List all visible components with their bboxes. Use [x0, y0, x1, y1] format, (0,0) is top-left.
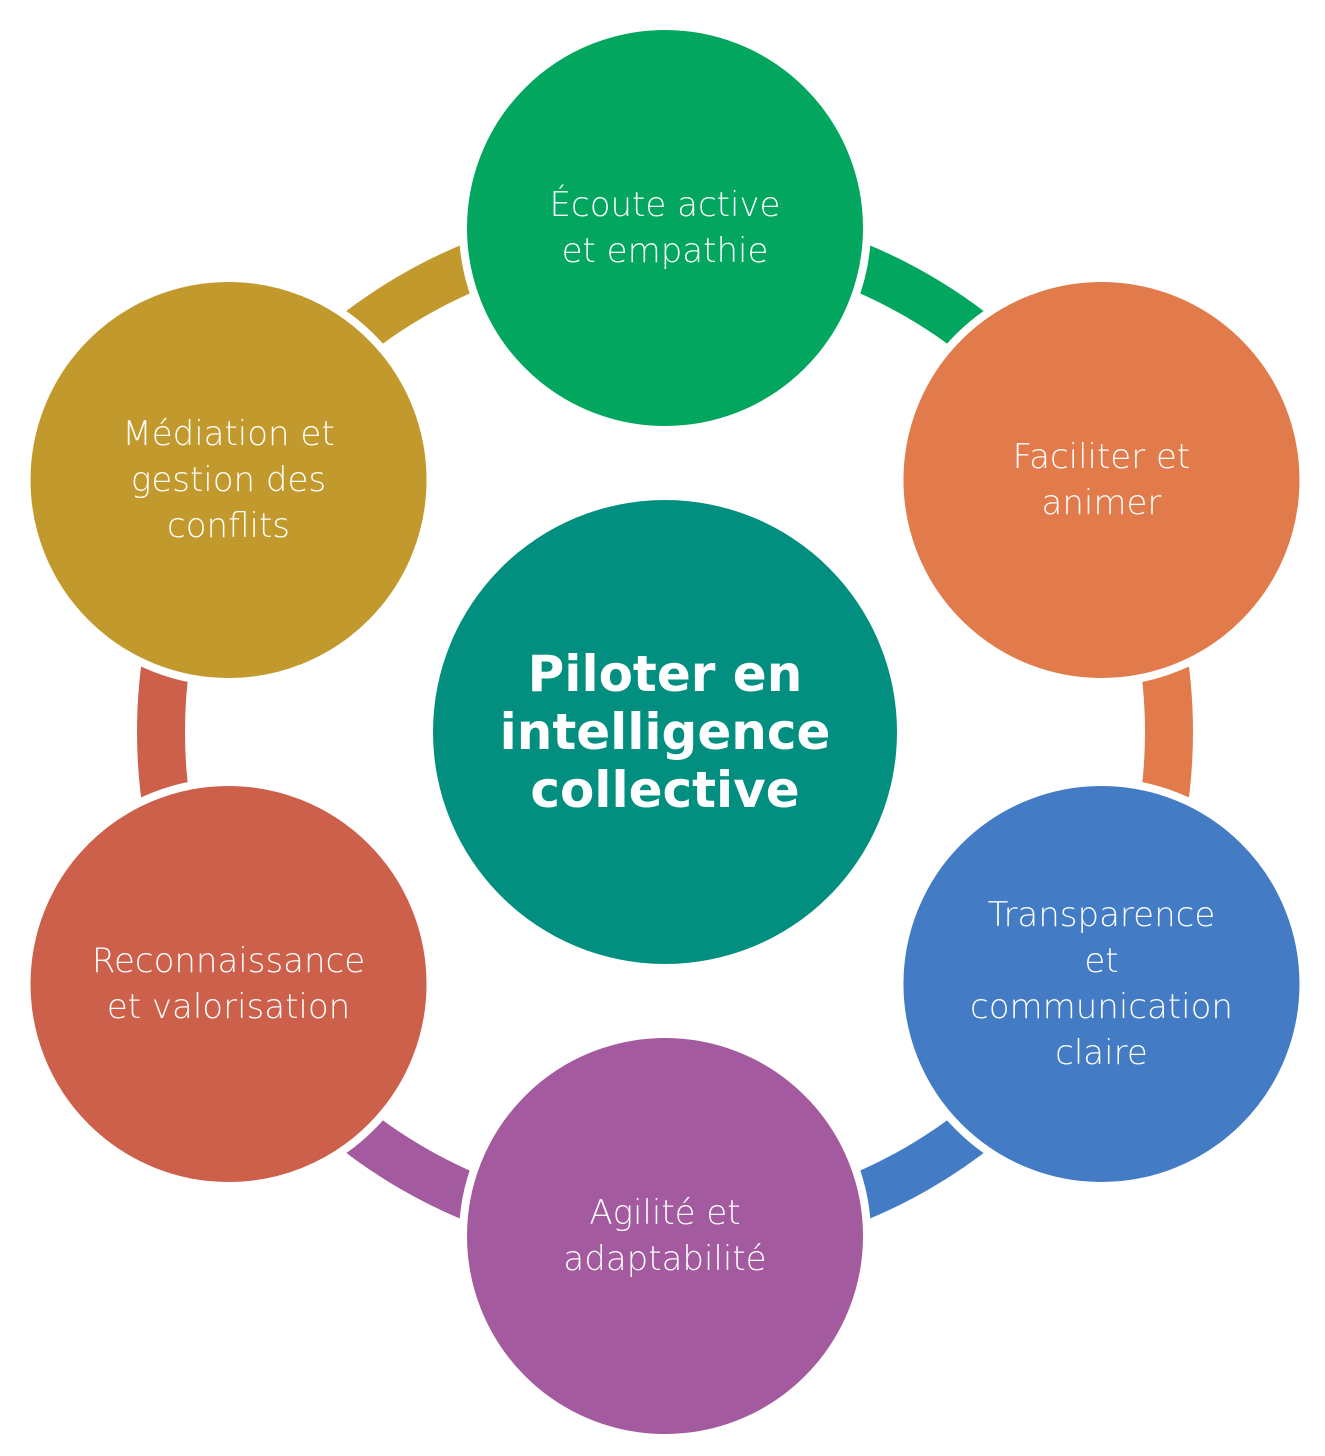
node-circle-faciliter [895, 274, 1308, 686]
node-circle-agilite [459, 1030, 871, 1442]
node-label-ecoute: Écoute active et empathie [549, 185, 781, 271]
node-label-agilite: Agilité et adaptabilité [563, 1193, 767, 1279]
node-label-faciliter: Faciliter et animer [1012, 437, 1191, 523]
node-circle-transparence [895, 778, 1308, 1190]
center-label: Piloter en intelligence collective [499, 645, 831, 819]
node-label-mediation: Médiation et gestion des conflits [122, 414, 335, 546]
node-circle-reconnaissance [22, 778, 435, 1190]
node-circle-mediation [22, 274, 435, 686]
node-label-reconnaissance: Reconnaissance et valorisation [91, 941, 366, 1027]
node-label-transparence: Transparence et communication claire [970, 895, 1233, 1073]
center-circle [433, 500, 897, 964]
node-circle-ecoute [459, 22, 871, 434]
